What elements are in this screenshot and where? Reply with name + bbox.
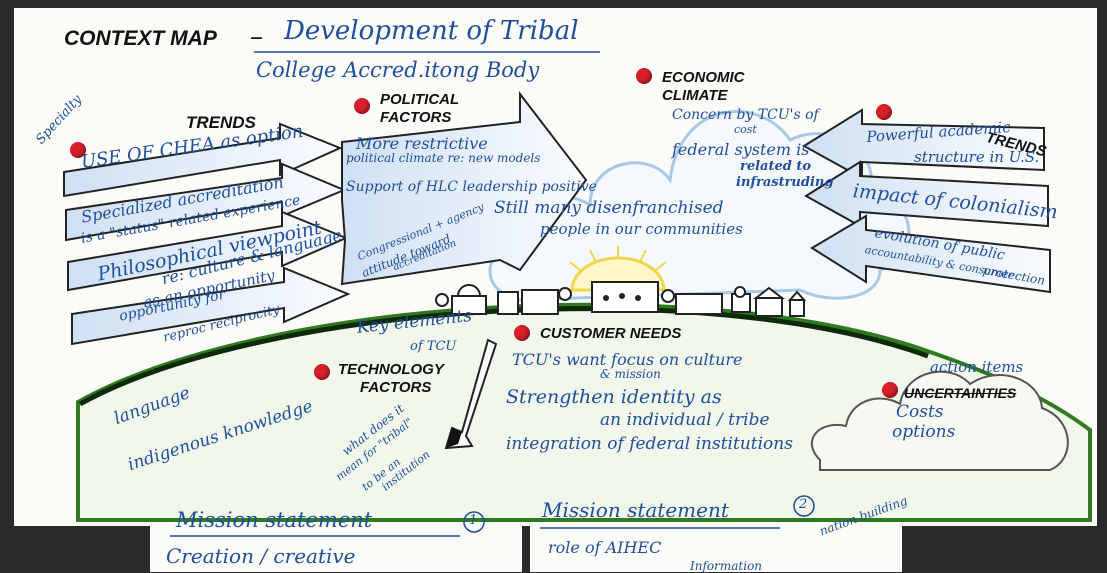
mission-right-title: Mission statement [542, 498, 729, 522]
customer-dot [514, 325, 530, 341]
economic-dot [636, 68, 652, 84]
mission-num-circle-right [793, 495, 815, 517]
mission-num-circle-left [463, 511, 485, 533]
uncertainties-action-items: action items [930, 358, 1024, 376]
title-line-2: College Accred.itong Body [256, 58, 540, 82]
political-item-1: More restrictive [356, 134, 488, 153]
mission-right-sub: role of AIHEC [548, 538, 662, 557]
political-label-1: POLITICAL [380, 91, 460, 108]
trends-right-dot [876, 104, 892, 120]
trends-right-arrow-1 [802, 108, 1045, 180]
trends-left-dot [70, 142, 86, 158]
political-item-3: Support of HLC leadership positive [346, 179, 597, 195]
technology-arrowhead [446, 428, 462, 448]
technology-label-1: TECHNOLOGY [338, 361, 444, 378]
trends-left-arrow-4 [71, 266, 351, 346]
town-trees [435, 286, 746, 307]
customer-item-3: Strengthen identity as [506, 386, 722, 408]
economic-item-5: infrastruding [736, 175, 834, 190]
mission-right-num: 2 [799, 497, 808, 512]
mission-left-sub: Creation / creative [166, 544, 356, 568]
political-arrow [340, 91, 588, 286]
uncertainties-cloud [810, 370, 1069, 471]
economic-label-2: CLIMATE [662, 87, 728, 104]
customer-label: CUSTOMER NEEDS [540, 325, 682, 342]
town-skyline [451, 281, 807, 317]
trends-left-label: TRENDS [186, 113, 256, 132]
political-item-7: Still many disenfranchised [494, 198, 724, 218]
technology-label-2: FACTORS [360, 379, 432, 396]
uncertainties-options: options [892, 422, 956, 442]
uncertainties-costs: Costs [896, 402, 944, 422]
political-dot [354, 98, 370, 114]
town-stars [603, 293, 641, 301]
economic-item-4: related to [740, 159, 812, 174]
uncertainties-label: UNCERTAINTIES [904, 385, 1017, 401]
technology-dot [314, 364, 330, 380]
customer-item-1: TCU's want focus on culture [512, 350, 743, 369]
customer-item-2: & mission [600, 367, 661, 381]
title-dash: – [250, 22, 263, 52]
economic-item-3: federal system is [672, 140, 810, 159]
technology-item-2: of TCU [410, 339, 457, 354]
trends-left-arrow-3 [67, 210, 349, 292]
political-item-8: people in our communities [540, 220, 743, 238]
political-label-2: FACTORS [380, 109, 452, 126]
customer-item-5: integration of federal institutions [506, 434, 793, 454]
mission-right-cut: Information [690, 559, 763, 573]
political-item-2: political climate re: new models [346, 151, 541, 165]
trends-left-arrow-1 [63, 122, 343, 198]
uncertainties-dot [882, 382, 898, 398]
title-line-1: Development of Tribal [284, 16, 579, 46]
sun-rays [569, 246, 667, 271]
economic-label-1: ECONOMIC [662, 69, 745, 86]
customer-item-4: an individual / tribe [600, 410, 770, 430]
mission-left-title: Mission statement [176, 508, 373, 532]
mission-left-num: 1 [469, 513, 478, 528]
title-prefix: CONTEXT MAP [64, 27, 217, 50]
economic-item-2: cost [734, 123, 757, 136]
economic-item-1: Concern by TCU's of [672, 107, 819, 123]
trends-right-arrow-3 [810, 214, 1051, 294]
trends-right-item-2: structure in U.S. [914, 148, 1040, 166]
trends-right-arrow-2 [804, 160, 1049, 228]
trends-left-arrow-2 [65, 162, 347, 242]
